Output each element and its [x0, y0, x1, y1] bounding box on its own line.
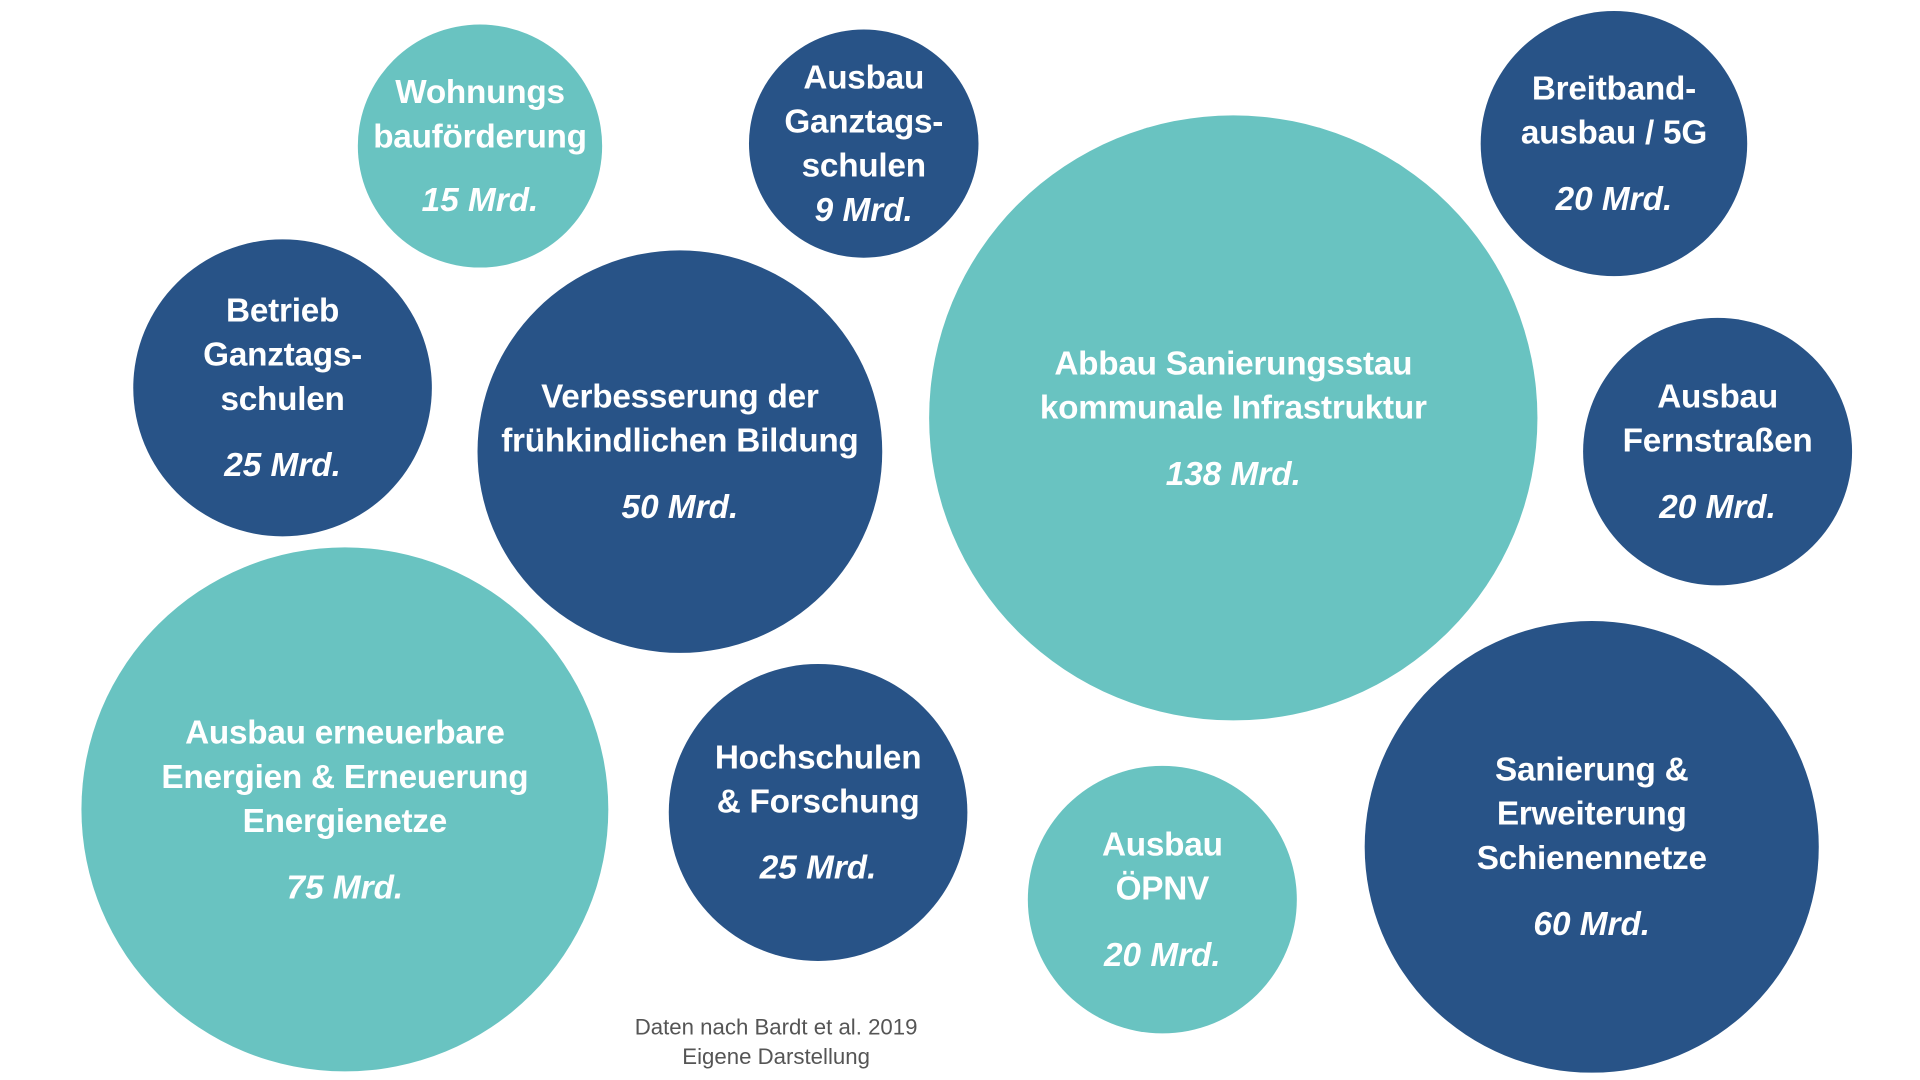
bubble-label: Ausbau erneuerbare Energien & Erneuerung…	[161, 713, 529, 839]
bubble-value: 15 Mrd.	[421, 181, 539, 219]
bubble-schienennetze: Sanierung & Erweiterung Schienennetze 60…	[1364, 621, 1819, 1073]
bubble-betrieb-ganztagsschulen: Betrieb Ganztags- schulen 25 Mrd.	[133, 239, 432, 537]
bubble-label: Betrieb Ganztags- schulen	[203, 292, 362, 418]
bubble-value: 20 Mrd.	[1104, 936, 1221, 974]
bubble-wohnungsbau: Wohnungs bauförderung 15 Mrd.	[357, 24, 603, 268]
source-footnote: Daten nach Bardt et al. 2019 Eigene Dars…	[634, 1014, 918, 1069]
bubble-ausbau-ganztagsschulen: Ausbau Ganztags- schulen 9 Mrd.	[748, 29, 979, 258]
bubble-label: Ausbau Ganztags- schulen	[784, 58, 944, 185]
bubble-label: Ausbau Fernstraßen	[1622, 378, 1813, 460]
bubble-oepnv: Ausbau ÖPNV 20 Mrd.	[1027, 765, 1297, 1034]
bubble-label: Hochschulen & Forschung	[714, 738, 922, 820]
bubble-value: 25 Mrd.	[759, 849, 877, 887]
bubble-label: Ausbau ÖPNV	[1101, 825, 1223, 907]
bubble-value: 20 Mrd.	[1555, 180, 1673, 218]
bubble-label: Breitband- ausbau / 5G	[1520, 69, 1708, 151]
bubble-breitband: Breitband- ausbau / 5G 20 Mrd.	[1480, 11, 1748, 277]
bubble-label: Sanierung & Erweiterung Schienennetze	[1476, 751, 1707, 877]
bubble-hochschulen: Hochschulen & Forschung 25 Mrd.	[668, 663, 968, 961]
bubble-sanierungsstau-kommunal: Abbau Sanierungsstau kommunale Infrastru…	[929, 115, 1538, 721]
bubble-value: 138 Mrd.	[1165, 454, 1301, 492]
bubble-value: 75 Mrd.	[286, 868, 404, 906]
bubble-label: Verbesserung der frühkindlichen Bildung	[501, 378, 859, 460]
bubble-erneuerbare-energien: Ausbau erneuerbare Energien & Erneuerung…	[81, 547, 609, 1072]
bubble-value: 20 Mrd.	[1659, 488, 1776, 526]
bubble-fruehkindliche-bildung: Verbesserung der frühkindlichen Bildung …	[477, 250, 883, 653]
bubble-value: 60 Mrd.	[1533, 905, 1651, 943]
bubble-fernstrassen: Ausbau Fernstraßen 20 Mrd.	[1583, 317, 1853, 586]
bubble-value: 50 Mrd.	[621, 488, 739, 526]
bubble-value: 25 Mrd.	[224, 446, 341, 484]
bubble-label: Abbau Sanierungsstau kommunale Infrastru…	[1039, 344, 1427, 426]
bubble-value: 9 Mrd.	[814, 191, 913, 229]
bubble-label: Wohnungs bauförderung	[373, 73, 587, 155]
